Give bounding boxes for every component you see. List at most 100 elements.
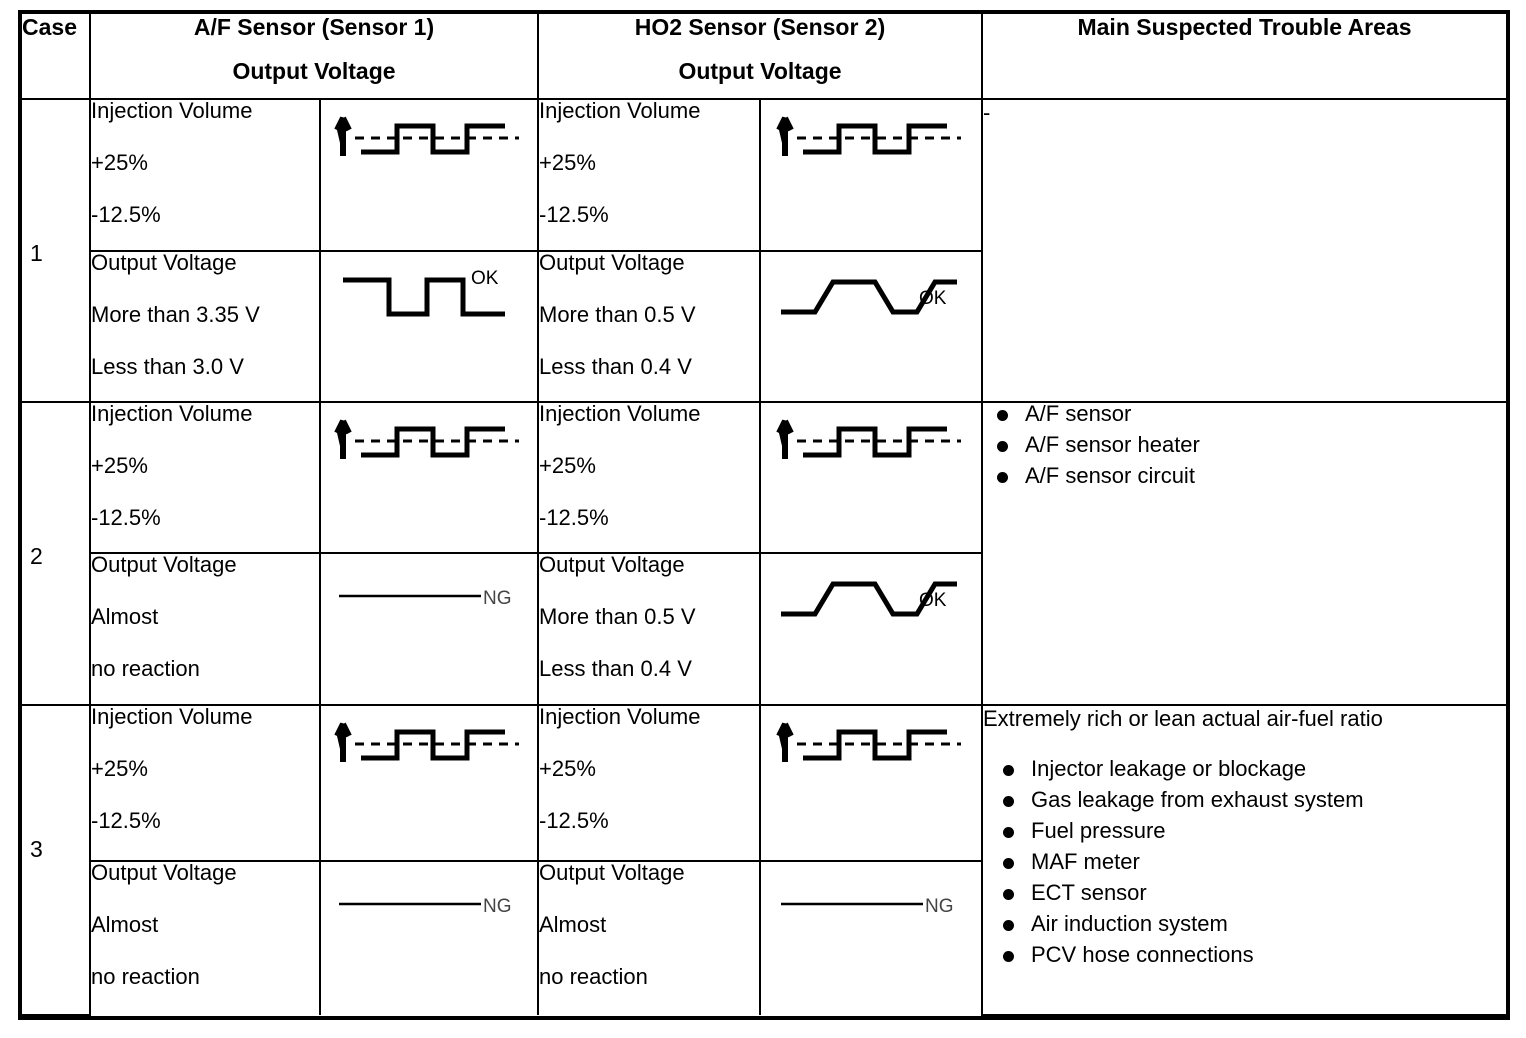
case-3-ho2-injection-text: Injection Volume +25% -12.5% bbox=[537, 703, 761, 862]
flat-line-ng-icon: NG bbox=[339, 896, 512, 917]
case-3-ho2-output-ng-label: NG bbox=[925, 896, 954, 917]
case-1-trouble-dash: - bbox=[983, 100, 991, 126]
header-af-sensor: A/F Sensor (Sensor 1) Output Voltage bbox=[89, 14, 539, 101]
ho2-output-almost: Almost bbox=[539, 911, 607, 937]
ho2-output-less-than: Less than 0.4 V bbox=[539, 656, 692, 682]
case-1-output-row: Output Voltage More than 3.35 V Less tha… bbox=[22, 249, 1506, 403]
header-ho2-sensor: HO2 Sensor (Sensor 2) Output Voltage bbox=[537, 14, 983, 101]
square-wave-with-arrow-icon bbox=[776, 419, 961, 459]
af-injection-volume-label: Injection Volume bbox=[91, 98, 253, 124]
case-2-ho2-output-waveform: OK bbox=[759, 552, 982, 706]
diagnostic-table-frame: Case A/F Sensor (Sensor 1) Output Voltag… bbox=[18, 10, 1510, 1020]
af-injection-minus: -12.5% bbox=[91, 504, 161, 530]
case-3-af-output-waveform: NG bbox=[319, 859, 539, 1015]
list-item: A/F sensor heater bbox=[983, 433, 1506, 456]
case-3-af-output-ng-label: NG bbox=[483, 896, 512, 917]
case-2-trouble-areas: A/F sensor A/F sensor heater A/F sensor … bbox=[981, 400, 1506, 706]
ho2-injection-volume-label: Injection Volume bbox=[539, 400, 701, 426]
header-case: Case bbox=[22, 14, 91, 101]
af-injection-plus: +25% bbox=[91, 150, 148, 176]
case-2-af-injection-text: Injection Volume +25% -12.5% bbox=[89, 400, 321, 555]
flat-line-ng-icon: NG bbox=[781, 896, 954, 917]
ho2-injection-minus: -12.5% bbox=[539, 807, 609, 833]
case-3-ho2-output-text: Output Voltage Almost no reaction bbox=[537, 859, 761, 1015]
af-output-almost: Almost bbox=[91, 911, 159, 937]
case-1-ho2-injection-text: Injection Volume +25% -12.5% bbox=[537, 98, 761, 252]
af-output-almost: Almost bbox=[91, 604, 159, 630]
list-item: Fuel pressure bbox=[983, 819, 1506, 842]
case-3-af-output-text: Output Voltage Almost no reaction bbox=[90, 859, 321, 1015]
case-1-af-output-ok-label: OK bbox=[471, 268, 499, 289]
case-3-injection-row: 3 Injection Volume +25% -12.5% Injection… bbox=[22, 703, 1506, 1017]
af-injection-plus: +25% bbox=[91, 755, 148, 781]
case-2-ho2-injection-waveform bbox=[759, 400, 983, 555]
case-number-3: 3 bbox=[30, 835, 43, 862]
ho2-injection-minus: -12.5% bbox=[539, 202, 609, 228]
trapezoid-wave-ok-icon: OK bbox=[781, 581, 957, 617]
list-item: MAF meter bbox=[983, 850, 1506, 873]
list-item: Gas leakage from exhaust system bbox=[983, 788, 1506, 811]
ho2-output-more-than: More than 0.5 V bbox=[539, 604, 696, 630]
list-item: Air induction system bbox=[983, 912, 1506, 935]
ho2-output-no-reaction: no reaction bbox=[539, 963, 648, 989]
af-output-less-than: Less than 3.0 V bbox=[91, 353, 244, 379]
case-3-ho2-output-waveform: NG bbox=[759, 859, 982, 1015]
case-2-trouble-list: A/F sensor A/F sensor heater A/F sensor … bbox=[983, 402, 1506, 487]
case-2-af-output-text: Output Voltage Almost no reaction bbox=[90, 552, 321, 706]
af-output-no-reaction: no reaction bbox=[91, 963, 200, 989]
case-2-af-output-waveform: NG bbox=[319, 552, 539, 706]
case-1-af-output-text: Output Voltage More than 3.35 V Less tha… bbox=[90, 249, 321, 403]
case-2-ho2-output-ok-label: OK bbox=[919, 590, 947, 611]
case-number-1: 1 bbox=[30, 240, 43, 267]
af-output-no-reaction: no reaction bbox=[91, 656, 200, 682]
case-3-trouble-areas: Extremely rich or lean actual air-fuel r… bbox=[981, 703, 1506, 1017]
header-ho2-sensor-title: HO2 Sensor (Sensor 2) bbox=[634, 14, 886, 40]
af-output-more-than: More than 3.35 V bbox=[91, 301, 260, 327]
square-wave-with-arrow-icon bbox=[334, 419, 519, 459]
header-af-sensor-subtitle: Output Voltage bbox=[232, 58, 396, 85]
list-item: ECT sensor bbox=[983, 881, 1506, 904]
ho2-output-voltage-label: Output Voltage bbox=[539, 552, 685, 578]
case-2-af-injection-waveform bbox=[319, 400, 539, 555]
square-wave-with-arrow-icon bbox=[776, 722, 961, 762]
sensor-diagnostic-table: Case A/F Sensor (Sensor 1) Output Voltag… bbox=[22, 14, 1506, 1017]
case-number-cell-1: 1 bbox=[22, 98, 91, 403]
list-item: A/F sensor bbox=[983, 402, 1506, 425]
case-2-output-row: Output Voltage Almost no reaction NG Out… bbox=[22, 552, 1506, 706]
case-1-ho2-output-text: Output Voltage More than 0.5 V Less than… bbox=[537, 249, 761, 403]
ho2-injection-minus: -12.5% bbox=[539, 504, 609, 530]
case-3-trouble-lead: Extremely rich or lean actual air-fuel r… bbox=[983, 705, 1383, 731]
ho2-injection-plus: +25% bbox=[539, 452, 596, 478]
case-2-af-output-ng-label: NG bbox=[483, 588, 512, 609]
ho2-output-more-than: More than 0.5 V bbox=[539, 301, 696, 327]
flat-line-ng-icon: NG bbox=[339, 588, 512, 609]
list-item: A/F sensor circuit bbox=[983, 464, 1506, 487]
ho2-output-voltage-label: Output Voltage bbox=[539, 249, 685, 275]
af-output-voltage-label: Output Voltage bbox=[91, 859, 237, 885]
ho2-injection-volume-label: Injection Volume bbox=[539, 98, 701, 124]
case-3-af-injection-text: Injection Volume +25% -12.5% bbox=[89, 703, 321, 862]
ho2-output-voltage-label: Output Voltage bbox=[539, 859, 685, 885]
case-1-af-injection-waveform bbox=[319, 98, 539, 252]
case-number-2: 2 bbox=[30, 542, 43, 569]
trapezoid-wave-ok-icon: OK bbox=[781, 279, 957, 315]
list-item: PCV hose connections bbox=[983, 943, 1506, 966]
header-ho2-sensor-subtitle: Output Voltage bbox=[678, 58, 842, 85]
square-wave-ok-icon: OK bbox=[343, 268, 505, 317]
square-wave-with-arrow-icon bbox=[334, 722, 519, 762]
case-1-af-injection-text: Injection Volume +25% -12.5% bbox=[89, 98, 321, 252]
case-2-ho2-injection-text: Injection Volume +25% -12.5% bbox=[537, 400, 761, 555]
table-header-row: Case A/F Sensor (Sensor 1) Output Voltag… bbox=[22, 14, 1506, 101]
case-1-af-output-waveform: OK bbox=[319, 249, 539, 403]
case-3-ho2-injection-waveform bbox=[759, 703, 983, 862]
case-1-trouble-areas: - bbox=[981, 98, 1506, 403]
case-3-trouble-list: Injector leakage or blockage Gas leakage… bbox=[983, 757, 1506, 966]
ho2-injection-plus: +25% bbox=[539, 150, 596, 176]
square-wave-with-arrow-icon bbox=[334, 116, 519, 157]
header-trouble-areas: Main Suspected Trouble Areas bbox=[981, 14, 1506, 101]
af-output-voltage-label: Output Voltage bbox=[91, 249, 237, 275]
case-1-injection-row: 1 Injection Volume +25% -12.5% Injection… bbox=[22, 98, 1506, 403]
case-number-cell-3: 3 bbox=[22, 703, 91, 1017]
af-injection-volume-label: Injection Volume bbox=[91, 400, 253, 426]
case-2-ho2-output-text: Output Voltage More than 0.5 V Less than… bbox=[537, 552, 761, 706]
